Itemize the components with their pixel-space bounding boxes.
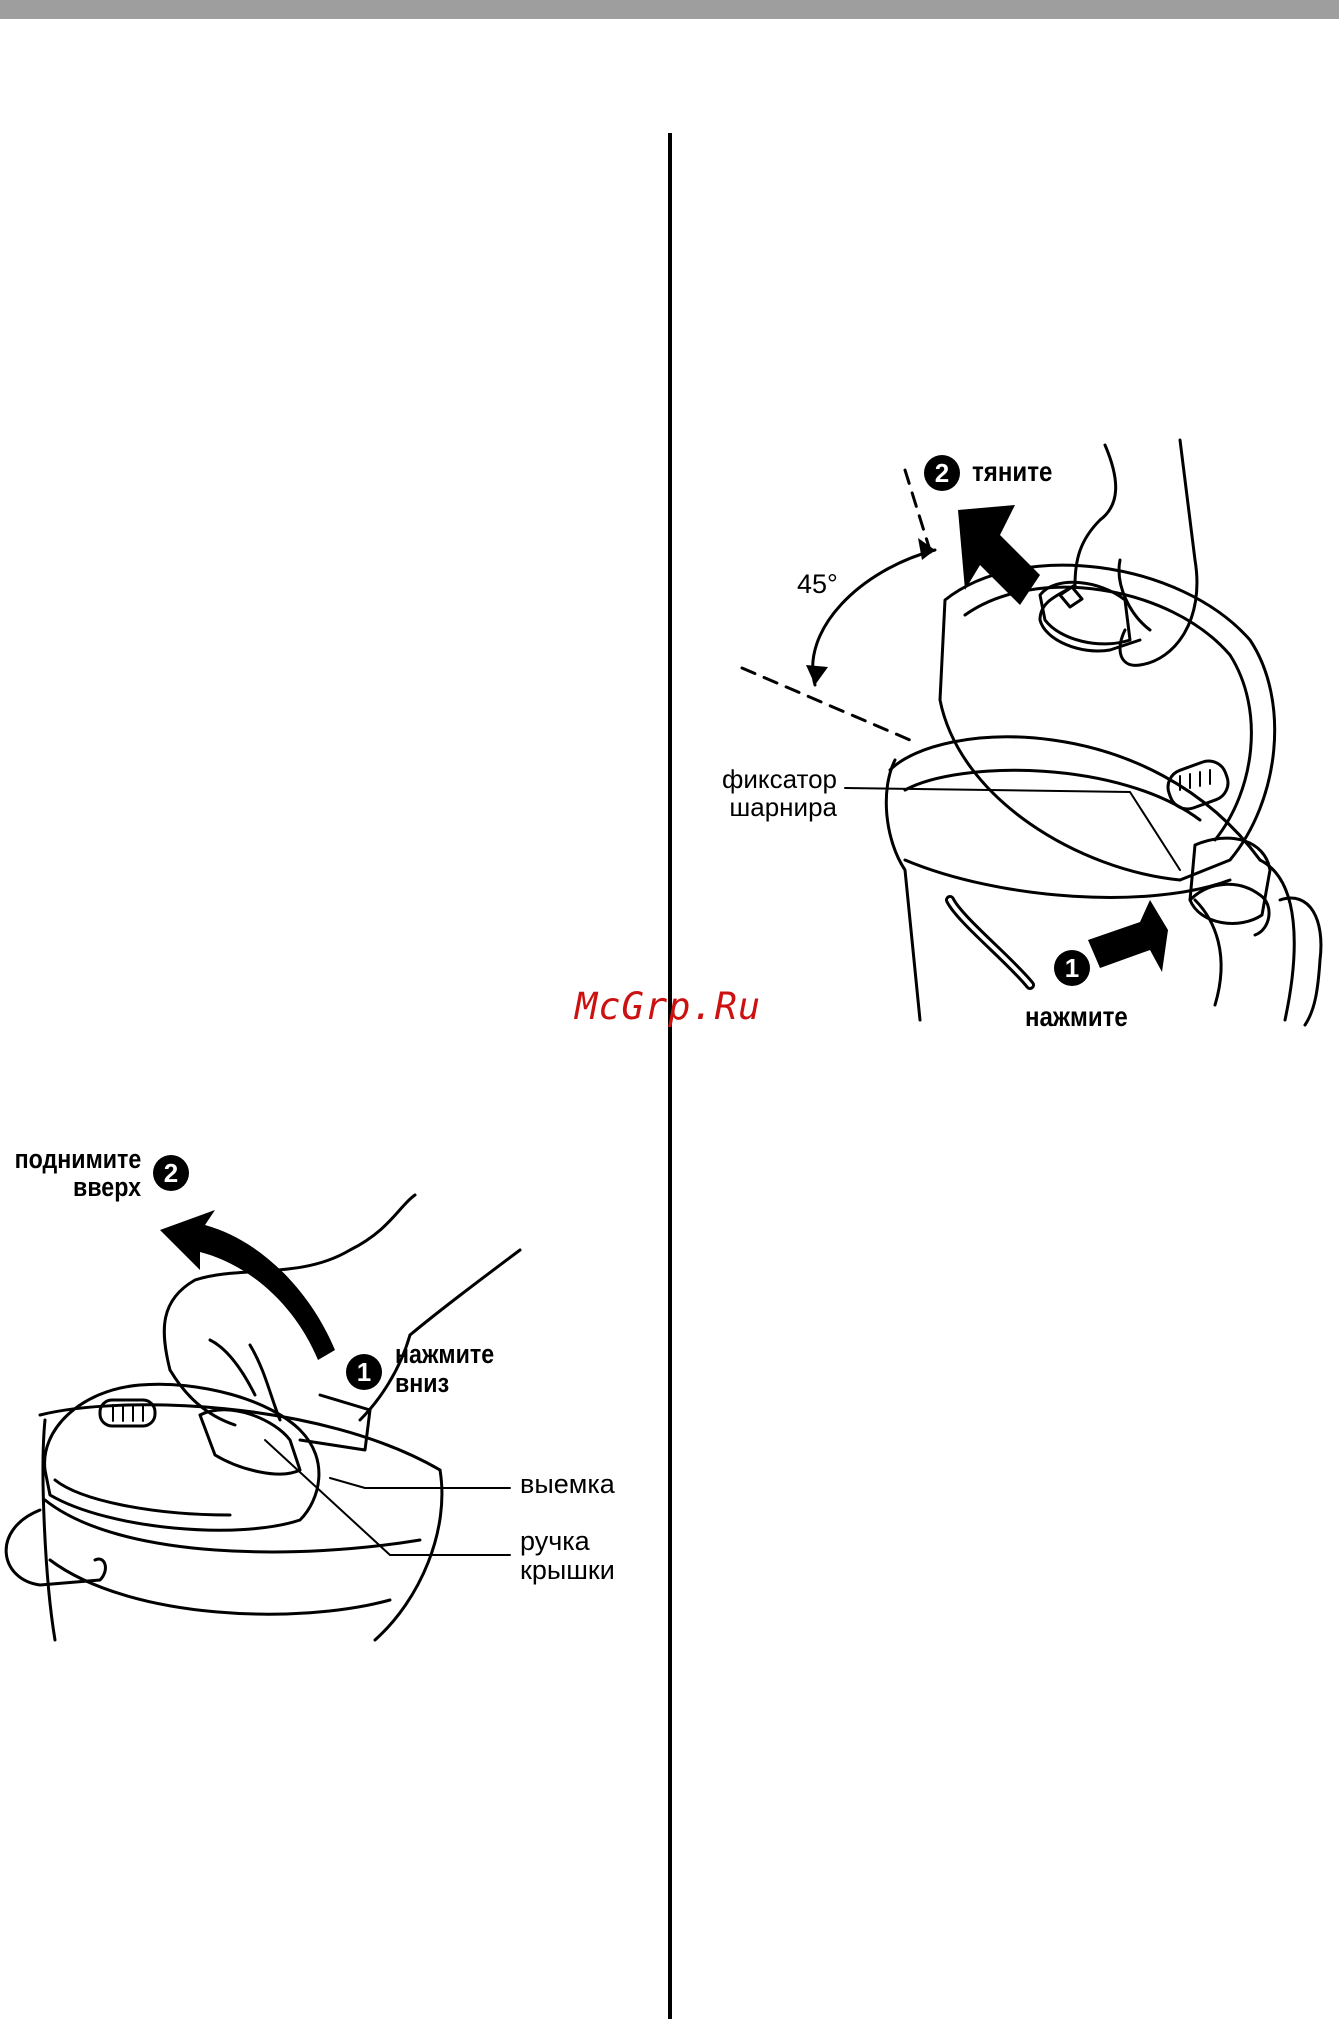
pull-label: тяните (972, 458, 1052, 486)
step-1-marker-left: 1 (346, 1354, 382, 1390)
lid-handle-callout-line2: крышки (520, 1556, 615, 1584)
notch-callout: выемка (520, 1470, 615, 1498)
lid-handle-callout-line1: ручка (520, 1527, 590, 1555)
lift-up-label-line1: поднимите (14, 1145, 141, 1173)
step-1-marker: 1 (1054, 950, 1090, 986)
press-label: нажмите (1025, 1003, 1128, 1031)
hinge-lock-callout-line2: шарнира (729, 793, 837, 821)
press-down-label-line1: нажмите (395, 1340, 494, 1368)
lid-removal-illustration (742, 440, 1321, 1025)
angle-label: 45° (797, 570, 838, 598)
step-2-marker-left: 2 (153, 1155, 189, 1191)
lift-up-label-line2: вверх (73, 1173, 141, 1201)
step-2-marker: 2 (924, 455, 960, 491)
hinge-lock-callout-line1: фиксатор (722, 765, 837, 793)
watermark: McGrp.Ru (575, 985, 761, 1028)
press-down-label-line2: вниз (395, 1369, 449, 1397)
